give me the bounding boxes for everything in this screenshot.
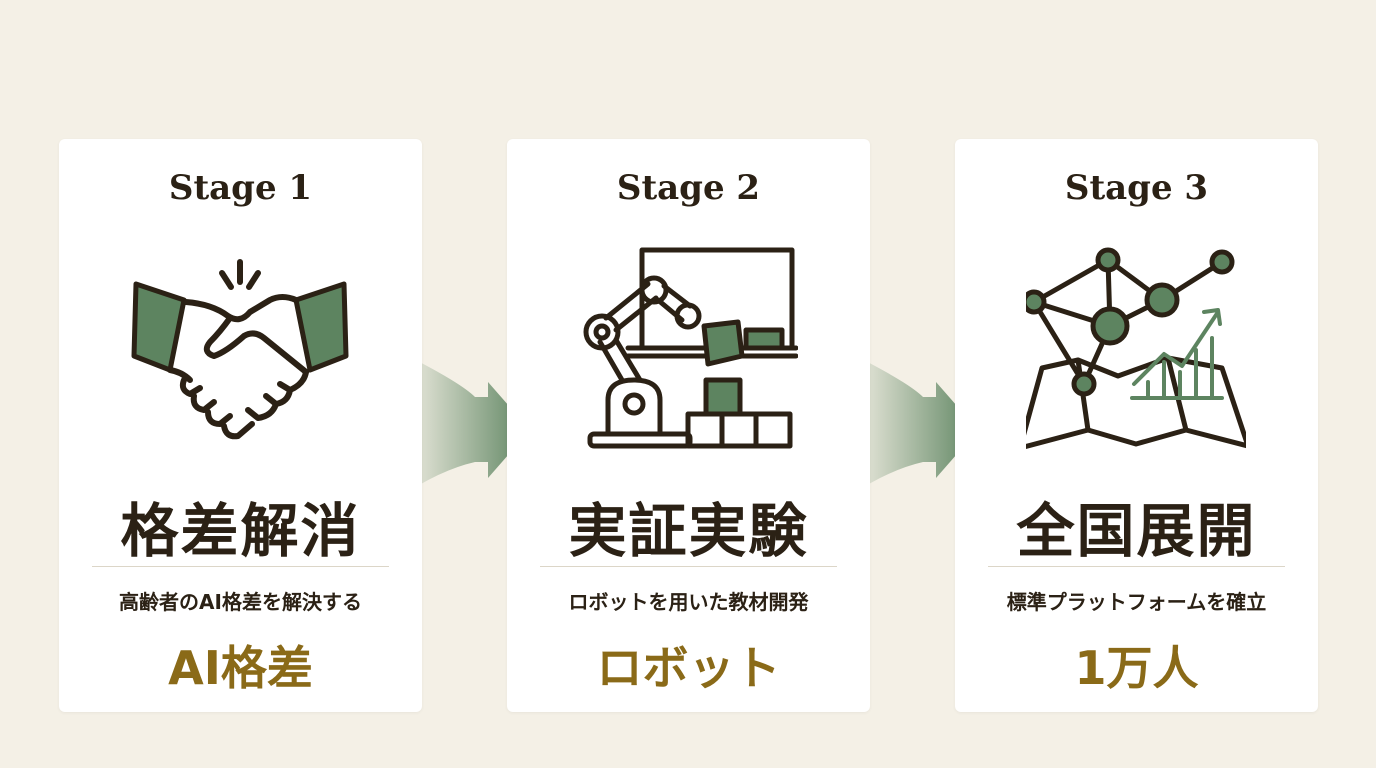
stage-description: 標準プラットフォームを確立	[1006, 590, 1267, 614]
handshake-icon	[131, 259, 349, 440]
stage-card-2: Stage 2 実証実験 ロボットを用いた教材開発 ロボット	[507, 139, 870, 712]
divider	[92, 566, 389, 567]
stage-title: 全国展開	[1016, 497, 1257, 565]
stage-description: 高齢者のAI格差を解決する	[119, 590, 362, 614]
flow-arrow-1-to-2	[400, 352, 530, 497]
stage-title: 格差解消	[120, 497, 361, 565]
stage-label: Stage 3	[1064, 168, 1209, 208]
divider	[540, 566, 837, 567]
stage-keyword: AI格差	[168, 641, 313, 695]
divider	[988, 566, 1285, 567]
stage-card-1: Stage 1 格差解消 高齢者のAI格差を解決する AI格差	[59, 139, 422, 712]
stage-description: ロボットを用いた教材開発	[568, 590, 809, 614]
flow-arrow-2-to-3	[848, 352, 978, 497]
stage-title: 実証実験	[568, 497, 809, 565]
robot-arm-icon	[583, 247, 798, 449]
network-map-icon	[1026, 247, 1246, 449]
stage-label: Stage 1	[168, 168, 313, 208]
stage-label: Stage 2	[616, 168, 761, 208]
stage-keyword: 1万人	[1074, 641, 1199, 695]
stage-keyword: ロボット	[596, 641, 781, 695]
stage-card-3: Stage 3 全国展開 標準プラットフォームを確立 1万人	[955, 139, 1318, 712]
